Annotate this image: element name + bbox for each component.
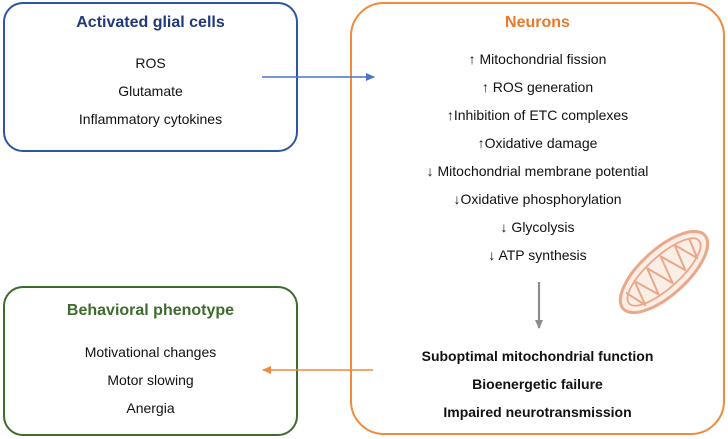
neuron-item-atp: ↓ ATP synthesis: [488, 247, 587, 263]
glial-cells-title: Activated glial cells: [76, 14, 225, 31]
glial-cells-box: Activated glial cells ROS Glutamate Infl…: [3, 2, 298, 152]
behavior-title: Behavioral phenotype: [66, 302, 235, 319]
behavior-item-motivational: Motivational changes: [84, 344, 217, 360]
outcome-bioenergetic: Bioenergetic failure: [472, 376, 603, 392]
outcome-suboptimal: Suboptimal mitochondrial function: [421, 348, 654, 364]
glial-item-ros: ROS: [135, 55, 166, 71]
neurons-title: Neurons: [505, 14, 570, 31]
neuron-item-etc: ↑Inhibition of ETC complexes: [446, 107, 629, 123]
outcome-neurotransmission: Impaired neurotransmission: [443, 404, 632, 420]
neuron-item-fission: ↑ Mitochondrial fission: [468, 51, 607, 67]
glial-item-glutamate: Glutamate: [118, 83, 183, 99]
behavior-item-motor: Motor slowing: [107, 372, 194, 388]
neuron-item-oxphos: ↓Oxidative phosphorylation: [453, 191, 622, 207]
neuron-item-oxidative-damage: ↑Oxidative damage: [477, 135, 598, 151]
glial-item-cytokines: Inflammatory cytokines: [78, 111, 223, 127]
neuron-item-membrane-potential: ↓ Mitochondrial membrane potential: [426, 163, 649, 179]
neurons-box: Neurons ↑ Mitochondrial fission ↑ ROS ge…: [350, 2, 725, 435]
behavior-item-anergia: Anergia: [126, 400, 175, 416]
neuron-item-ros: ↑ ROS generation: [481, 79, 594, 95]
behavior-box: Behavioral phenotype Motivational change…: [3, 286, 298, 436]
neuron-item-glycolysis: ↓ Glycolysis: [500, 219, 575, 235]
